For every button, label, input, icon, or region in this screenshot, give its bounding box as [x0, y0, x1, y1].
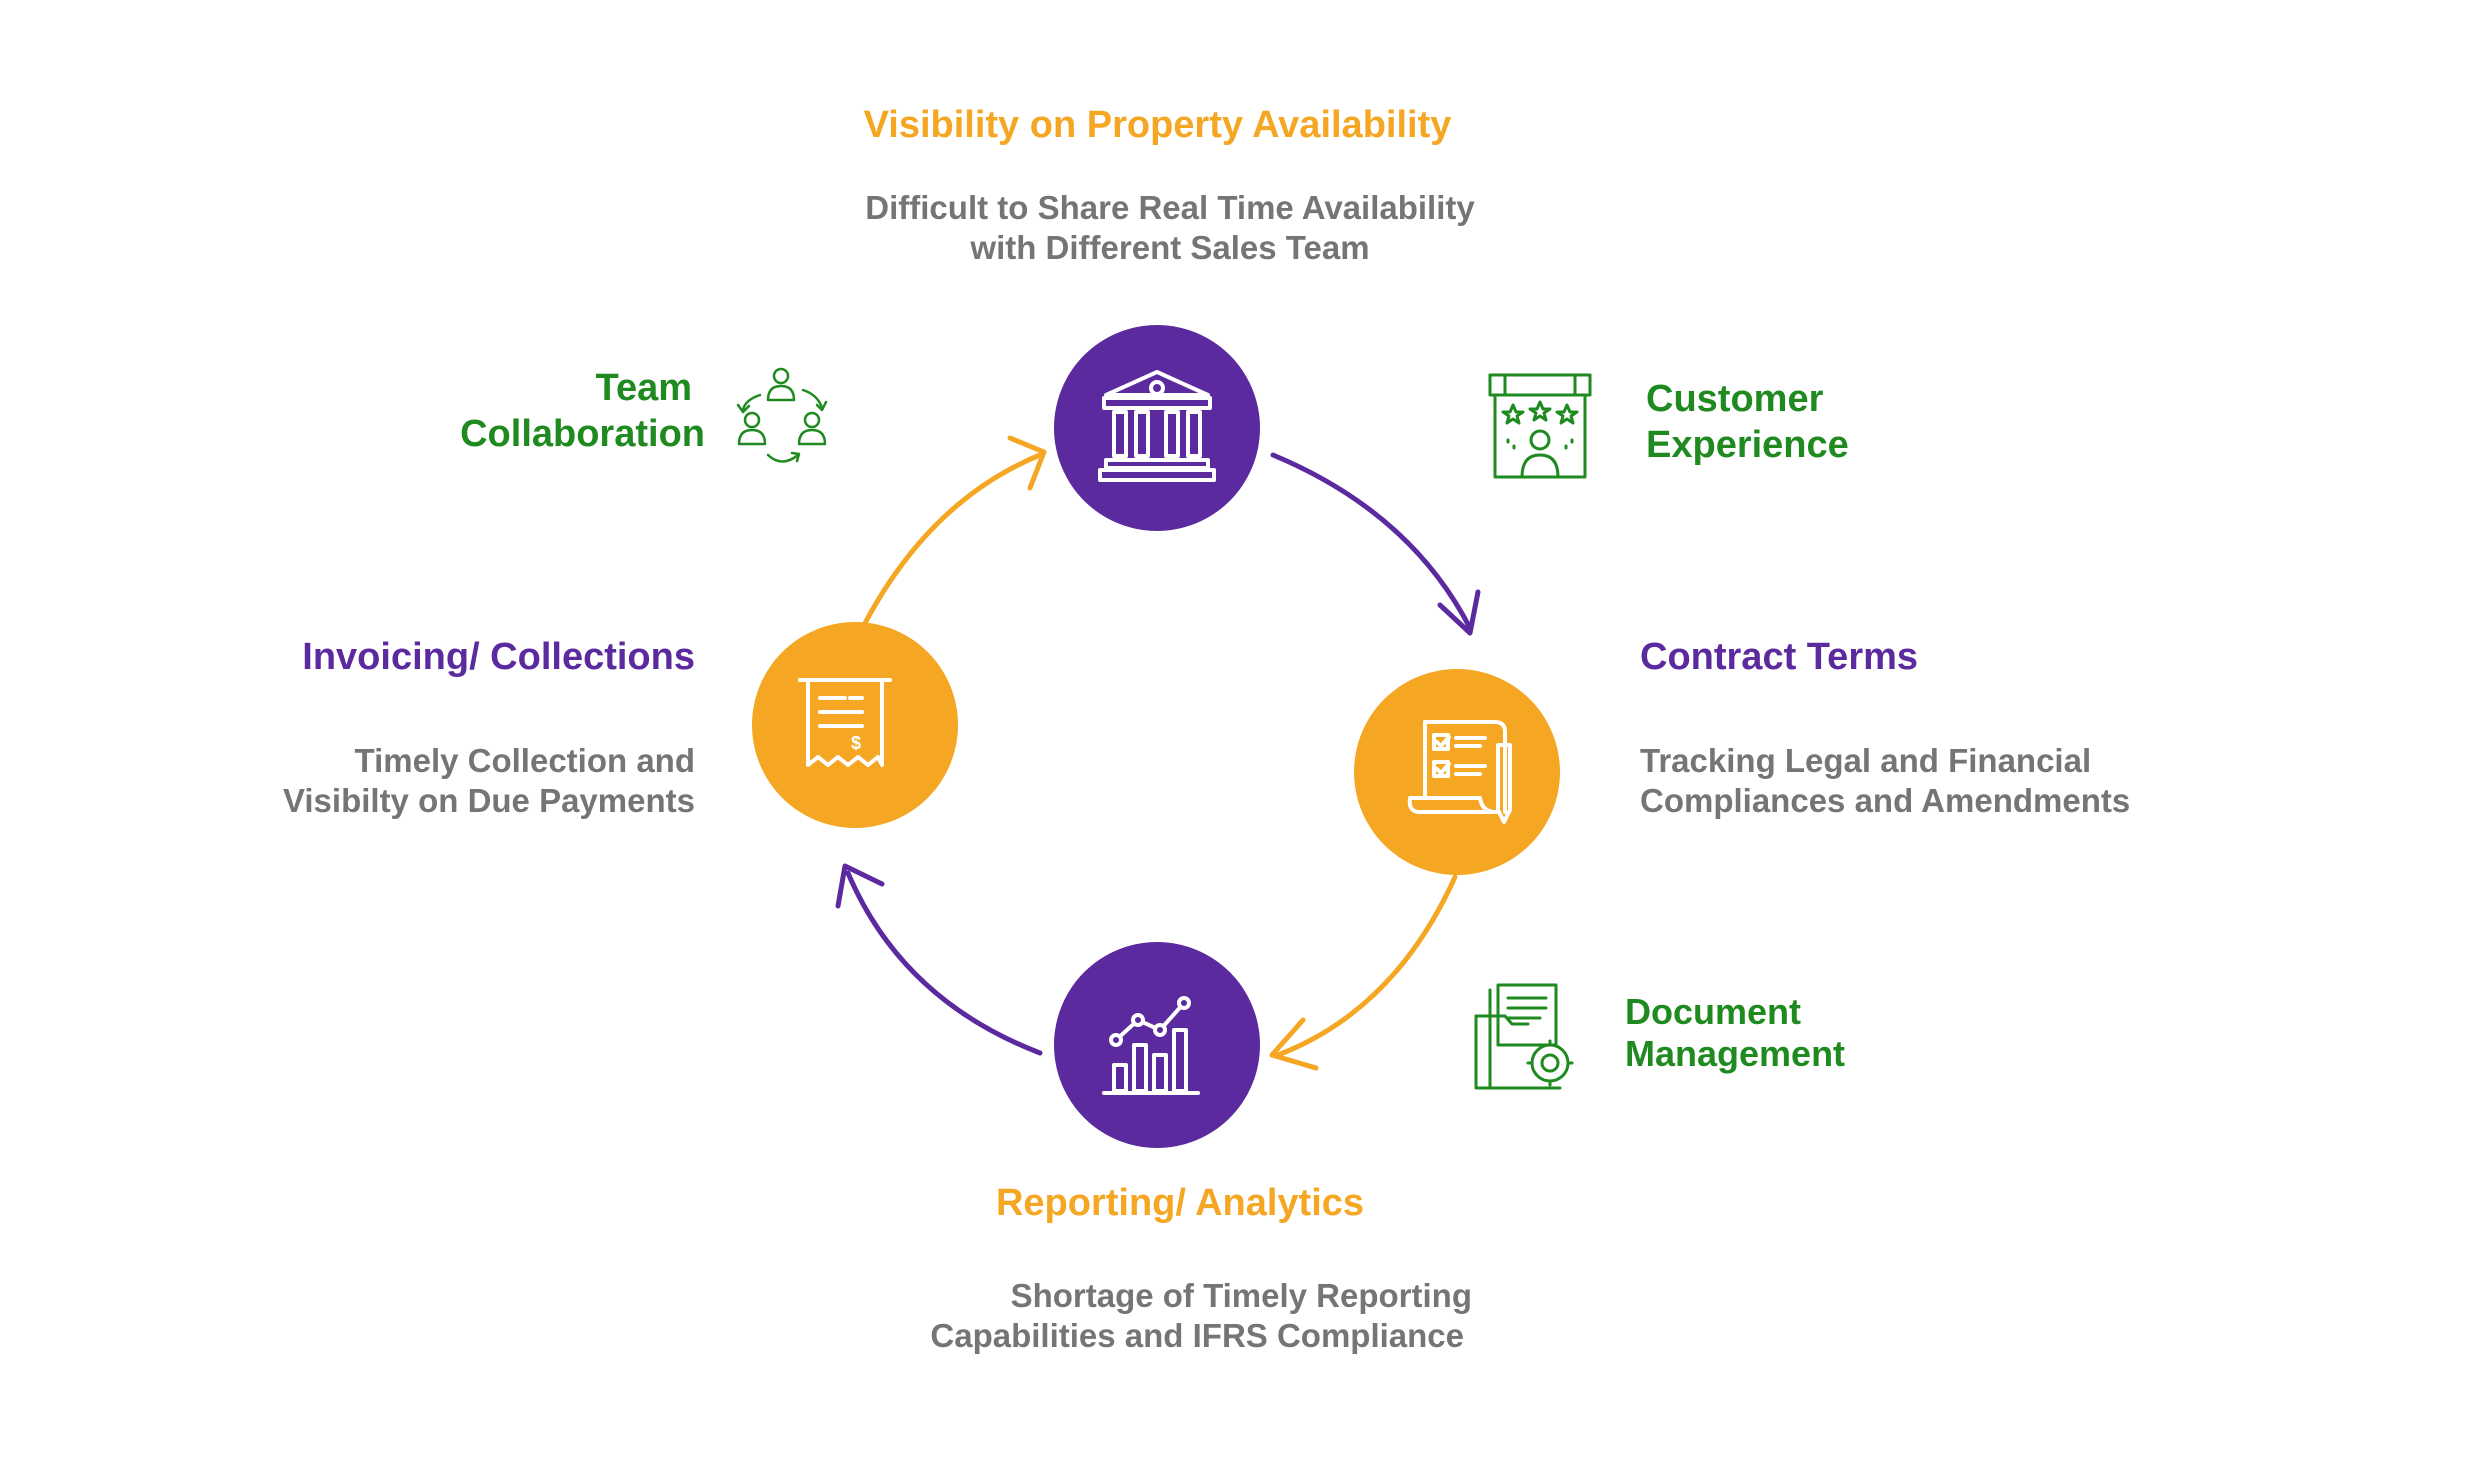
arrow-invoicing-to-property [861, 435, 1047, 628]
contract-desc-line1: Tracking Legal and Financial [1640, 742, 2092, 779]
contract-title: Contract Terms [1640, 636, 1919, 678]
document-label-line2: Management [1625, 1033, 1846, 1074]
reporting-desc-line1: Shortage of Timely Reporting [1010, 1277, 1472, 1314]
document-label-line1: Document [1625, 991, 1802, 1032]
reporting-title: Reporting/ Analytics [995, 1182, 1365, 1224]
bank-building-icon [1098, 370, 1216, 482]
customer-rating-board-icon [1488, 373, 1592, 479]
invoicing-desc-line1: Timely Collection and [354, 742, 695, 779]
property-desc-line1: Difficult to Share Real Time Availabilit… [865, 189, 1475, 226]
team-label-line1: Team [595, 367, 692, 409]
team-label-line2: Collaboration [460, 413, 705, 455]
node-circle-property [1054, 325, 1260, 531]
arrow-property-to-contract [1270, 452, 1481, 636]
reporting-desc-line2: Capabilities and IFRS Compliance [930, 1317, 1464, 1354]
contract-desc-line2: Compliances and Amendments [1640, 782, 2131, 819]
property-desc-line2: with Different Sales Team [970, 229, 1370, 266]
arrow-reporting-to-invoicing [835, 863, 1043, 1056]
arrow-contract-to-reporting [1269, 874, 1458, 1071]
property-title: Visibility on Property Availability [863, 104, 1452, 146]
invoicing-title: Invoicing/ Collections [302, 636, 695, 678]
team-collaboration-icon [736, 367, 828, 463]
receipt-dollar-icon: $ [798, 678, 892, 767]
document-folder-gear-icon [1474, 983, 1574, 1090]
svg-text:$: $ [851, 733, 861, 753]
bar-chart-trend-icon [1102, 996, 1200, 1095]
customer-label-line2: Experience [1646, 424, 1849, 466]
invoicing-desc-line2: Visibilty on Due Payments [282, 782, 695, 819]
contract-scroll-icon [1407, 720, 1512, 824]
customer-label-line1: Customer [1646, 378, 1824, 420]
node-circle-reporting [1054, 942, 1260, 1148]
